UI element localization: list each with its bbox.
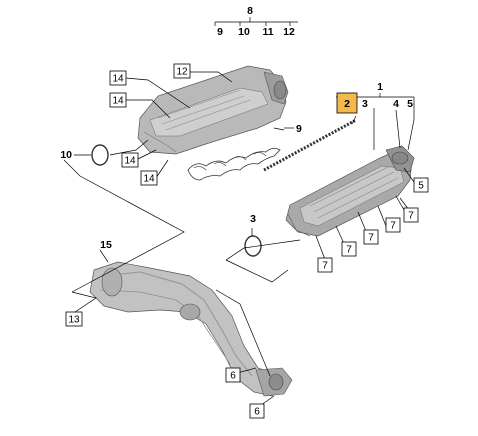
callout-box-14d xyxy=(140,170,158,186)
group-8-item-12: 12 xyxy=(283,26,295,38)
highlighted-part-box xyxy=(336,92,358,114)
callout-15: 15 xyxy=(100,239,112,251)
callout-3: 3 xyxy=(250,213,256,225)
callout-box-7a xyxy=(385,217,401,233)
gasket-port-lines xyxy=(193,152,267,171)
charge-air-cooler xyxy=(285,145,415,237)
callout-box-7f xyxy=(403,207,419,223)
callout-14d: 14 xyxy=(143,174,155,185)
leader-14a xyxy=(125,77,191,109)
callout-box-7c xyxy=(341,241,357,257)
callout-9: 9 xyxy=(296,123,302,135)
callout-box-14a xyxy=(109,70,127,86)
guide-line-right-lower xyxy=(225,259,289,283)
group-number-1: 1 xyxy=(377,81,383,93)
callout-box-6a xyxy=(225,367,241,383)
leader-7b xyxy=(377,205,387,227)
seal-strip xyxy=(263,118,357,172)
leader-10 xyxy=(109,139,149,156)
leader-4 xyxy=(395,109,401,149)
leader-14b xyxy=(126,99,171,119)
callout-box-7b xyxy=(363,229,379,245)
callout-box-12 xyxy=(173,63,191,79)
callout-13: 13 xyxy=(68,315,80,326)
callout-7c: 7 xyxy=(346,245,352,256)
guide-line-left xyxy=(63,159,185,293)
callout-10: 10 xyxy=(60,149,72,161)
callout-box-5 xyxy=(413,177,429,193)
group-8-item-10: 10 xyxy=(238,26,250,38)
callout-6b: 6 xyxy=(254,407,260,418)
leader-2 xyxy=(351,115,357,125)
leader-13 xyxy=(65,291,97,319)
callout-7d: 7 xyxy=(322,261,328,272)
guide-line-duct xyxy=(215,289,271,377)
leader-5 xyxy=(403,167,415,183)
o-ring-3 xyxy=(244,235,262,257)
callout-7b: 7 xyxy=(368,233,374,244)
callout-14c: 14 xyxy=(124,156,136,167)
callout-box-14b xyxy=(109,92,127,108)
leader-7a xyxy=(395,195,405,211)
guide-line-right xyxy=(225,239,301,261)
leader-14d xyxy=(155,159,169,179)
callout-5: 5 xyxy=(418,181,424,192)
group-8-item-11: 11 xyxy=(262,26,273,38)
group-1-item-5: 5 xyxy=(407,98,413,110)
group-1-item-3: 3 xyxy=(362,98,368,110)
callout-12: 12 xyxy=(176,67,188,78)
group-1-item-4: 4 xyxy=(393,98,399,110)
o-ring-10 xyxy=(91,144,109,166)
leader-9 xyxy=(273,127,285,131)
callout-box-14c xyxy=(121,152,139,168)
intake-gasket xyxy=(187,148,281,181)
upper-intake-manifold xyxy=(137,65,289,155)
group-number-8: 8 xyxy=(247,5,253,17)
callout-box-7d xyxy=(317,257,333,273)
highlighted-part-number: 2 xyxy=(344,98,350,110)
callout-box-6b xyxy=(249,403,265,419)
group-8-item-9: 9 xyxy=(217,26,223,38)
callout-7f: 7 xyxy=(408,211,414,222)
leader-12 xyxy=(190,71,233,83)
leader-5-top xyxy=(407,101,415,151)
callout-14b: 14 xyxy=(112,96,124,107)
callout-14a: 14 xyxy=(112,74,124,85)
leader-14c xyxy=(135,149,157,161)
charge-air-duct xyxy=(89,261,293,397)
callout-7a: 7 xyxy=(390,221,396,232)
leader-15 xyxy=(99,249,109,263)
callout-6a: 6 xyxy=(230,371,236,382)
callout-box-13 xyxy=(65,311,83,327)
